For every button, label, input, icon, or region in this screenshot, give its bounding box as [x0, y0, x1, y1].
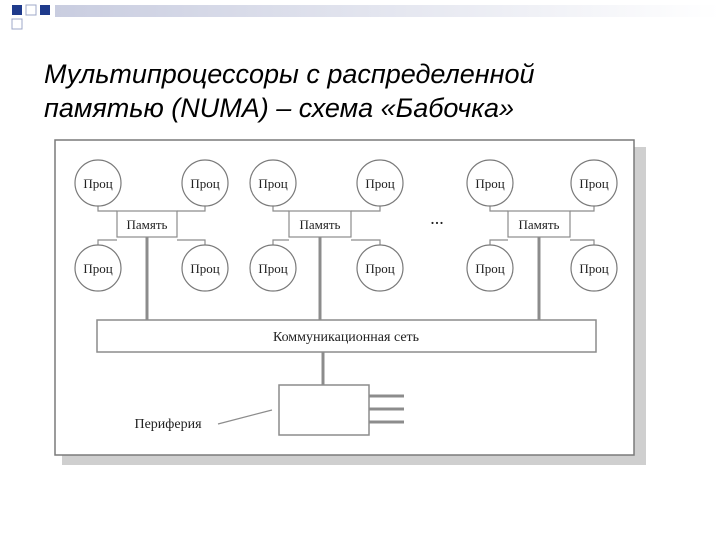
processor-node — [570, 159, 618, 207]
proc-memory-link — [570, 239, 595, 245]
processor-node — [74, 159, 122, 207]
memory-label: Память — [127, 217, 168, 232]
processor-node — [249, 244, 297, 292]
memory-label: Память — [300, 217, 341, 232]
corner-decoration — [11, 4, 720, 30]
processor-label: Проц — [190, 261, 219, 276]
processor-label: Проц — [475, 261, 504, 276]
processor-label: Проц — [579, 261, 608, 276]
periphery-pointer — [217, 409, 273, 425]
proc-memory-link — [177, 239, 206, 245]
memory-box — [507, 210, 571, 238]
processor-label: Проц — [365, 176, 394, 191]
processor-label: Проц — [475, 176, 504, 191]
periphery-label: Периферия — [134, 417, 202, 432]
communication-network-label: Коммуникационная сеть — [273, 330, 419, 345]
processor-node — [356, 244, 404, 292]
communication-network — [96, 319, 597, 353]
proc-memory-link — [97, 239, 117, 245]
processor-node — [466, 244, 514, 292]
proc-memory-link — [489, 206, 508, 212]
processor-label: Проц — [258, 261, 287, 276]
proc-memory-link — [489, 239, 508, 245]
proc-memory-link — [177, 206, 206, 212]
periphery-box — [278, 384, 370, 436]
memory-box — [116, 210, 178, 238]
proc-memory-link — [351, 206, 381, 212]
proc-memory-link — [351, 239, 381, 245]
processor-label: Проц — [83, 261, 112, 276]
processor-label: Проц — [83, 176, 112, 191]
processor-node — [181, 159, 229, 207]
proc-memory-link — [570, 206, 595, 212]
processor-label: Проц — [190, 176, 219, 191]
proc-memory-link — [272, 206, 289, 212]
processor-label: Проц — [579, 176, 608, 191]
cluster-ellipsis: ... — [430, 208, 444, 228]
processor-node — [181, 244, 229, 292]
processor-label: Проц — [258, 176, 287, 191]
title-line-1: Мультипроцессоры с распределенной — [44, 59, 535, 89]
slide-title: Мультипроцессоры с распределенной память… — [44, 57, 684, 125]
memory-box — [288, 210, 352, 238]
title-line-2: памятью (NUMA) – схема «Бабочка» — [44, 93, 514, 123]
processor-node — [249, 159, 297, 207]
processor-node — [466, 159, 514, 207]
processor-label: Проц — [365, 261, 394, 276]
processor-node — [570, 244, 618, 292]
proc-memory-link — [97, 206, 117, 212]
proc-memory-link — [272, 239, 289, 245]
memory-label: Память — [519, 217, 560, 232]
processor-node — [356, 159, 404, 207]
processor-node — [74, 244, 122, 292]
